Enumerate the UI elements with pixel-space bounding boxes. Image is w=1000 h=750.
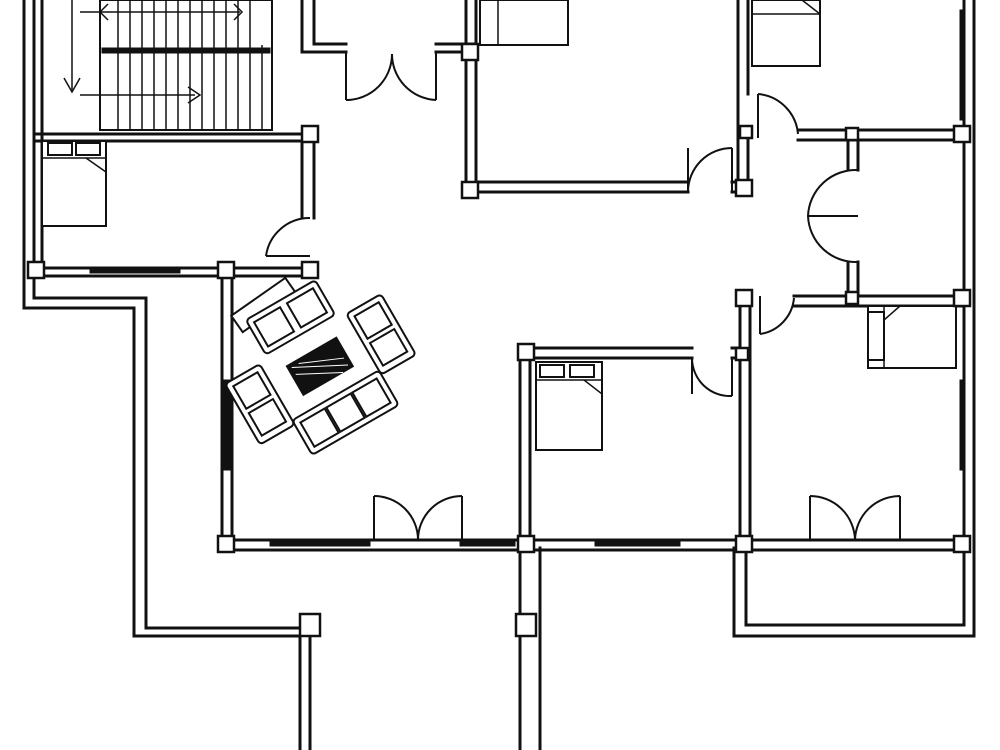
doors: [265, 52, 901, 541]
entry-double-door: [345, 52, 437, 101]
bed-lower-middle-room: [535, 361, 603, 451]
corridor-double-door: [807, 168, 859, 264]
sofa-set: [225, 280, 416, 455]
bedroom-door-left: [265, 216, 311, 257]
balcony-double-door-left: [373, 495, 463, 541]
bedroom-door-lower-middle: [690, 357, 733, 398]
columns: [26, 42, 972, 638]
bedroom-door-top-middle: [687, 147, 733, 193]
bedroom-door-top-right: [757, 93, 799, 138]
staircase: [63, 0, 273, 131]
bed-top-middle-room: [479, 0, 569, 46]
stair-direction-arrow-icon: [63, 0, 244, 104]
balcony-double-door-right: [809, 495, 901, 541]
bed-top-right-room: [751, 0, 821, 67]
bed-left-room: [41, 140, 107, 227]
bed-lower-right-room: [867, 305, 957, 369]
interior-walls: [32, 0, 966, 552]
bedroom-door-lower-right: [759, 296, 795, 335]
